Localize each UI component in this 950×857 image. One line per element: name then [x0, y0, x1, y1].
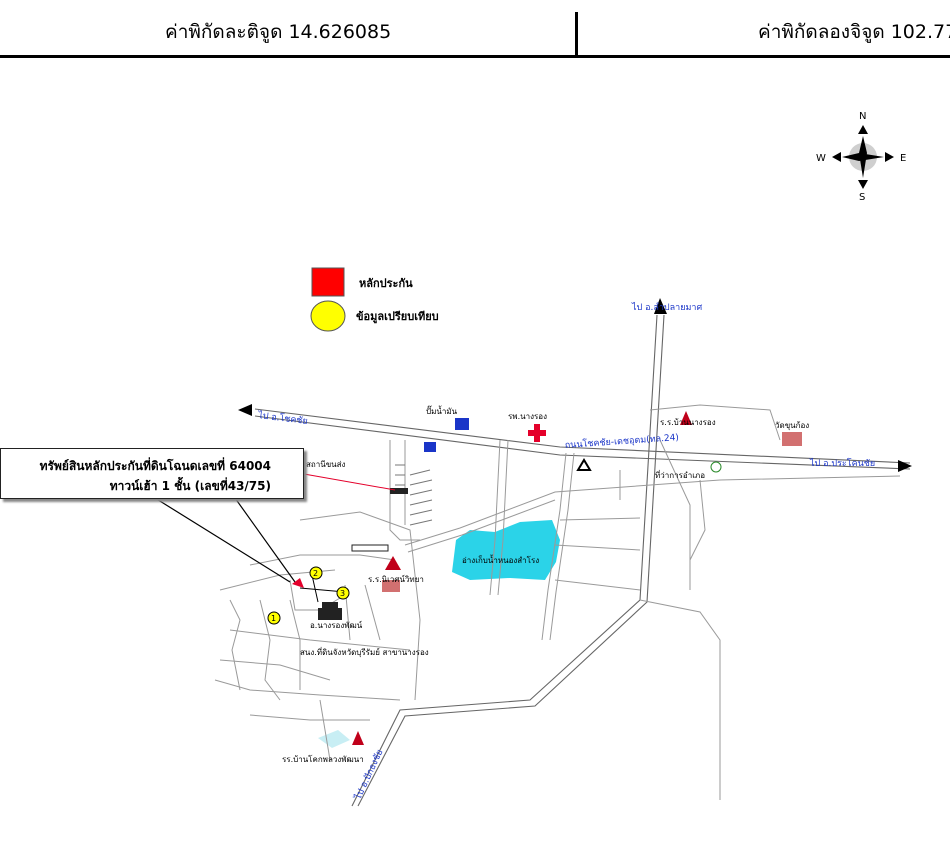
compass-rose: N S E W [816, 111, 906, 203]
road-label-to-lam-plai-mat: ไป อ.ลำปลายมาศ [631, 302, 702, 313]
main-highway [254, 314, 911, 807]
road-label-to-prakhon-chai: ไป อ.ประโคนชัย [809, 458, 875, 469]
district-office-icon [318, 602, 342, 620]
comparison-marker-1 [267, 611, 281, 625]
hospital-cross-icon [528, 424, 546, 442]
compass-north-label: N [859, 111, 866, 122]
callout-line-2: ทาวน์เฮ้า 1 ชั้น (เลขที่43/75) [109, 479, 271, 493]
school-flag-3-icon [352, 731, 364, 745]
compass-west-label: W [816, 153, 826, 164]
latitude-readout: ค่าพิกัดละติจูด 14.626085 [165, 21, 392, 43]
place-label-lake: อ่างเก็บน้ำหนองสำโรง [462, 554, 539, 565]
school-flag-icon [680, 411, 692, 425]
bus-station-icon [390, 488, 408, 494]
temple-roof-icon [782, 432, 802, 446]
road-label-highway-24: ถนนโชคชัย-เดชอุดม(ทล.24) [564, 432, 679, 451]
minor-roads [214, 404, 901, 800]
place-label-school3: รร.บ้านโคกพลวงพัฒนา [282, 754, 364, 764]
place-label-temple: วัดขุนก้อง [775, 421, 809, 430]
comparison-marker-3-label: 3 [340, 589, 345, 598]
market-icon [710, 461, 722, 473]
place-label-school2: ร.ร.นิเวศน์วิทยา [368, 574, 424, 584]
longitude-readout: ค่าพิกัดลองจิจูด 102.77 [758, 21, 950, 43]
comparison-marker-3 [336, 586, 350, 600]
legend-comparison-label: ข้อมูลเปรียบเทียบ [356, 310, 439, 323]
callout-line-1: ทรัพย์สินหลักประกันที่ดินโฉนดเลขที่ 6400… [39, 459, 271, 473]
pond-area [318, 730, 350, 748]
gas-station-2-icon [424, 442, 436, 452]
temple-roof-2-icon [382, 580, 400, 592]
bus-station-pointer [303, 473, 396, 491]
comparison-marker-2-label: 2 [313, 569, 318, 578]
comparison-marker-1-label: 1 [271, 614, 276, 623]
place-label-land-office: สนง.ที่ดินจังหวัดบุรีรัมย์ สาขานางรอง [300, 646, 429, 657]
gas-station-icon [455, 418, 469, 430]
school-flag-2-icon [385, 556, 401, 570]
place-label-bus-station: สถานีขนส่ง [306, 460, 346, 469]
legend-collateral-swatch [311, 267, 345, 297]
collateral-location-marker [292, 578, 304, 588]
coordinate-header: ค่าพิกัดละติจูด 14.626085 ค่าพิกัดลองจิจ… [0, 0, 950, 58]
rail-block-icon [351, 544, 389, 552]
temple-outline-icon [576, 458, 592, 471]
place-label-school1: ร.ร.บ้านนางรอง [660, 418, 716, 427]
compass-ew-icon [842, 153, 884, 161]
compass-south-label: S [859, 192, 865, 203]
place-label-district-office: อ.นางรองพัฒน์ [310, 620, 363, 630]
legend-collateral-label: หลักประกัน [359, 277, 413, 290]
lake-area [452, 520, 560, 580]
header-divider [575, 12, 578, 55]
compass-east-label: E [900, 153, 906, 164]
place-label-hospital: รพ.นางรอง [508, 412, 547, 421]
legend-comparison-swatch [310, 300, 346, 332]
place-label-market: ที่ว่าการอำเภอ [655, 469, 705, 480]
place-label-gas-station: ปั๊มน้ำมัน [426, 405, 458, 416]
collateral-callout: ทรัพย์สินหลักประกันที่ดินโฉนดเลขที่ 6400… [0, 448, 304, 499]
comparison-marker-2 [309, 566, 323, 580]
